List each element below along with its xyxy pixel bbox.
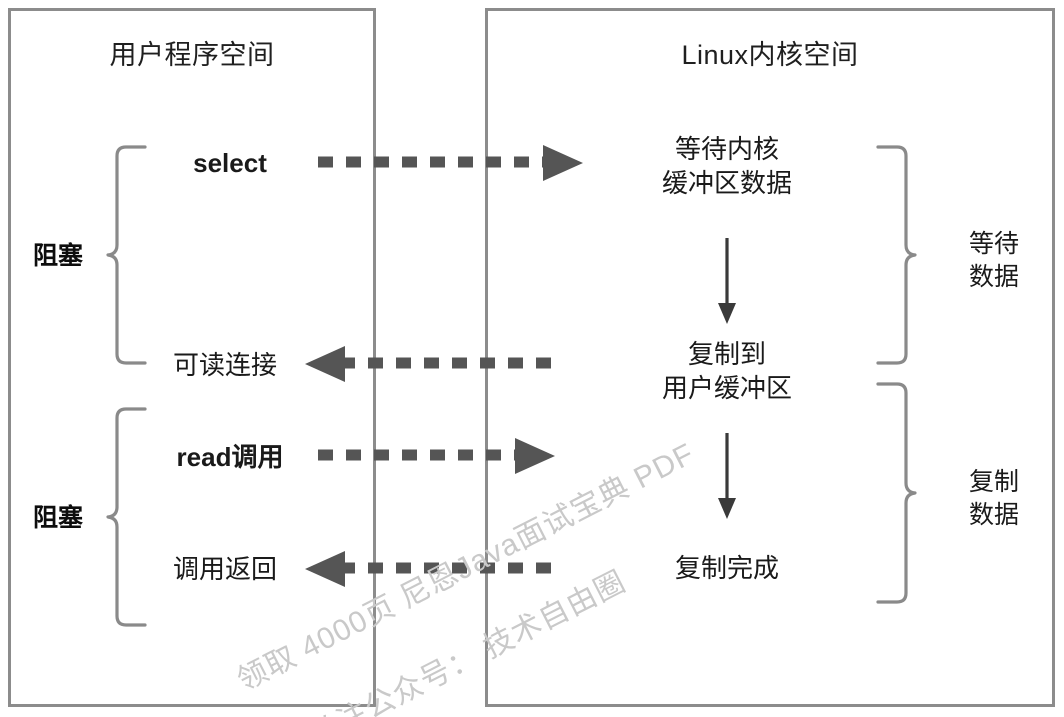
kernel-step-wait-buffer-line2: 缓冲区数据 bbox=[661, 167, 792, 198]
brace-label-waiting-data-line1: 等待 bbox=[968, 230, 1019, 258]
brace-label-waiting-data-line2: 数据 bbox=[968, 262, 1019, 291]
kernel-step-wait-buffer: 等待内核 缓冲区数据 bbox=[607, 133, 847, 201]
brace-label-copy-data: 复制 数据 bbox=[946, 466, 1042, 531]
user-step-call-return: 调用返回 bbox=[172, 554, 277, 584]
user-step-select: select bbox=[193, 148, 267, 178]
brace-label-blocking-2: 阻塞 bbox=[32, 504, 83, 532]
user-step-read-call: read调用 bbox=[176, 442, 284, 472]
user-step-readable: 可读连接 bbox=[172, 350, 277, 380]
kernel-step-copy-done-line1: 复制完成 bbox=[674, 553, 779, 583]
kernel-step-copy-to-user: 复制到 用户缓冲区 bbox=[607, 338, 847, 406]
brace-label-waiting-data: 等待 数据 bbox=[946, 228, 1042, 293]
brace-label-copy-data-line1: 复制 bbox=[968, 468, 1019, 496]
kernel-step-copy-to-user-line2: 用户缓冲区 bbox=[661, 372, 792, 403]
kernel-space-title: Linux内核空间 bbox=[681, 40, 859, 70]
brace-label-copy-data-line2: 数据 bbox=[968, 500, 1019, 529]
kernel-step-copy-to-user-line1: 复制到 bbox=[687, 339, 766, 369]
kernel-step-copy-done: 复制完成 bbox=[607, 552, 847, 586]
user-space-title: 用户程序空间 bbox=[109, 40, 275, 70]
kernel-step-wait-buffer-line1: 等待内核 bbox=[674, 134, 779, 164]
brace-label-blocking-1: 阻塞 bbox=[32, 242, 83, 270]
